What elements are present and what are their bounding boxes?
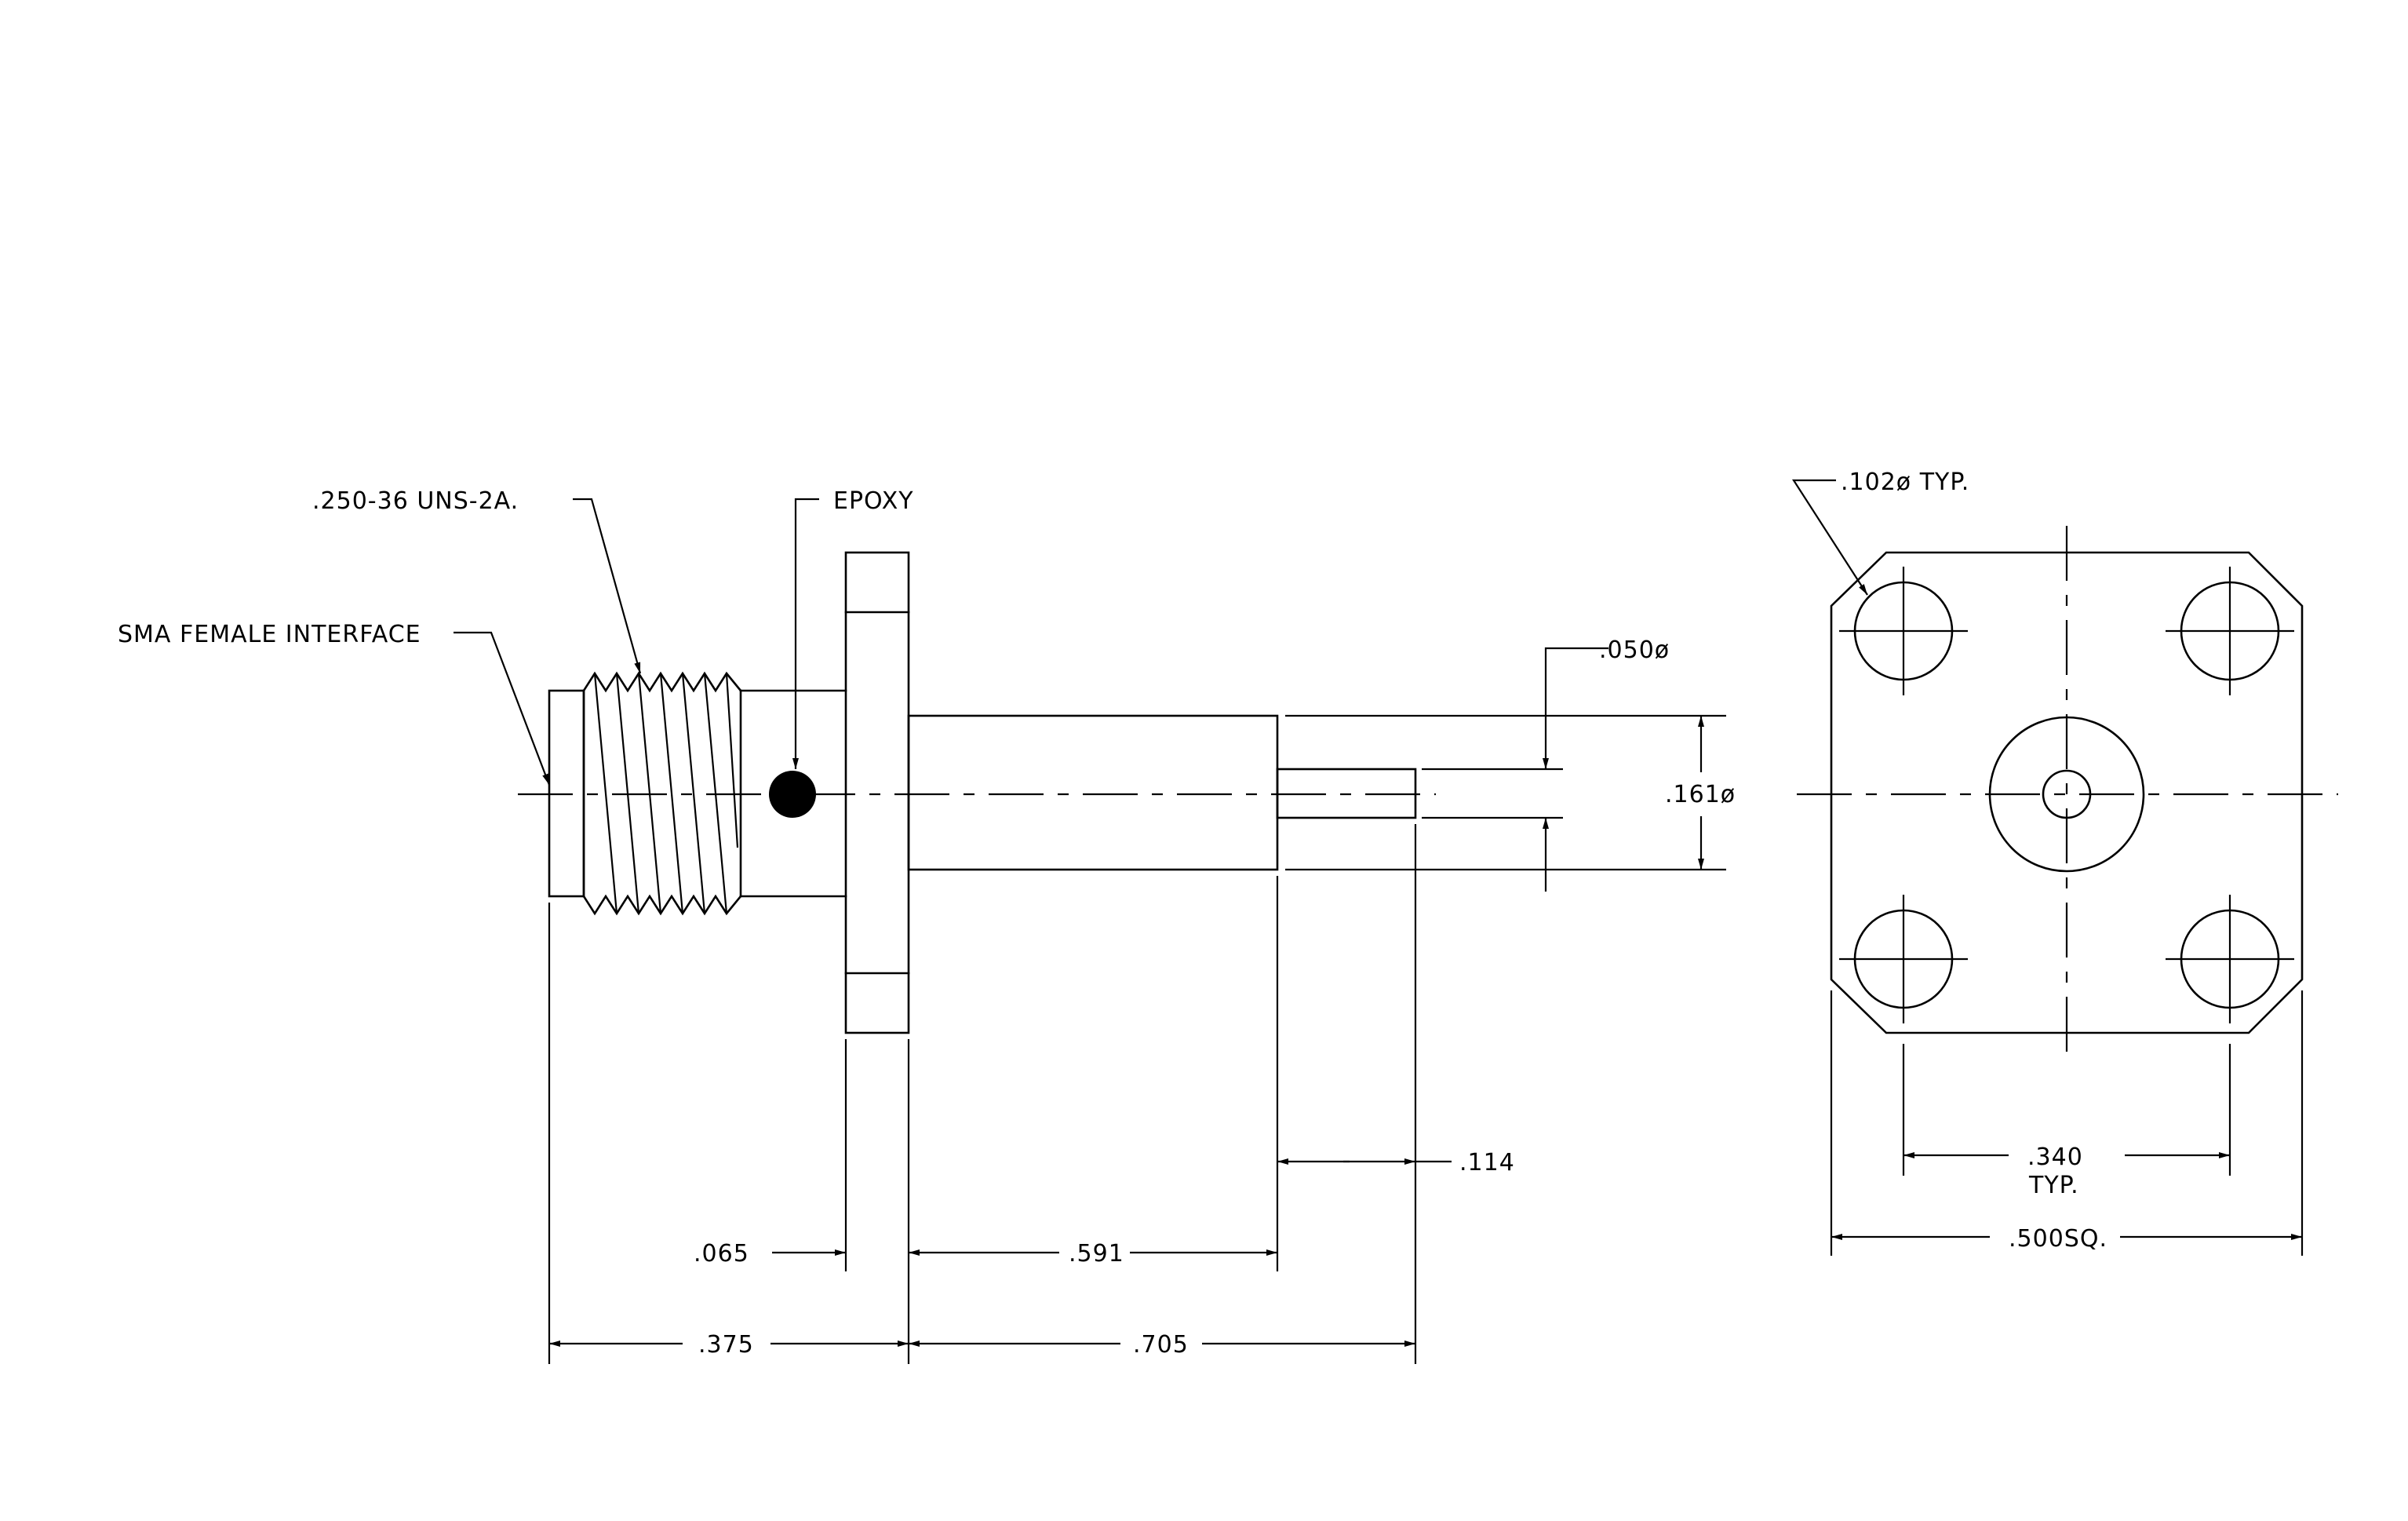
label-dim-340-note: TYP. [2028, 1172, 2079, 1199]
front-view: .102ø TYP. .340 TYP. .500SQ. [1791, 469, 2338, 1256]
neck-section [739, 689, 847, 898]
dim-705: .705 [909, 1331, 1415, 1359]
dim-161-diameter: .161ø [1665, 716, 1736, 870]
label-dim-065: .065 [694, 1240, 749, 1268]
epoxy-dot [769, 771, 816, 818]
leader-hole-dia: .102ø TYP. [1791, 469, 1969, 596]
label-thread: .250-36 UNS-2A. [312, 487, 519, 515]
threaded-body [582, 671, 742, 916]
label-pin-dia: .050ø [1599, 636, 1670, 664]
label-dim-375: .375 [698, 1331, 754, 1359]
dim-500: .500SQ. [1831, 1225, 2302, 1253]
side-view: .050ø .161ø .114 .065 .59 [118, 487, 1736, 1364]
label-dim-705: .705 [1133, 1331, 1189, 1359]
label-dim-500: .500SQ. [2009, 1225, 2107, 1253]
label-body-dia: .161ø [1665, 781, 1736, 808]
leader-epoxy: EPOXY [792, 487, 914, 769]
flange [844, 551, 910, 1034]
label-dim-591: .591 [1069, 1240, 1124, 1268]
mounting-hole-tl [1839, 567, 1968, 695]
rear-body [907, 714, 1279, 871]
center-pin [1276, 768, 1417, 819]
dim-591: .591 [909, 1240, 1277, 1268]
mounting-hole-bl [1839, 895, 1968, 1023]
mounting-hole-br [2166, 895, 2294, 1023]
label-epoxy: EPOXY [833, 487, 914, 515]
dim-340: .340 TYP. [1903, 1143, 2230, 1199]
label-hole-dia: .102ø TYP. [1841, 469, 1969, 496]
dim-050-diameter: .050ø [1543, 636, 1670, 892]
dim-065: .065 [694, 1240, 846, 1268]
pin-circle [2042, 769, 2092, 819]
leader-thread: .250-36 UNS-2A. [312, 487, 642, 674]
label-dim-340: .340 [2027, 1143, 2083, 1171]
dielectric-circle [1988, 716, 2145, 873]
dim-375: .375 [549, 1331, 909, 1359]
dim-114: .114 [1277, 1149, 1515, 1176]
mounting-hole-tr [2166, 567, 2294, 695]
label-interface: SMA FEMALE INTERFACE [118, 621, 421, 648]
square-flange [1830, 551, 2304, 1034]
label-dim-114: .114 [1459, 1149, 1515, 1176]
leader-interface: SMA FEMALE INTERFACE [118, 621, 551, 786]
